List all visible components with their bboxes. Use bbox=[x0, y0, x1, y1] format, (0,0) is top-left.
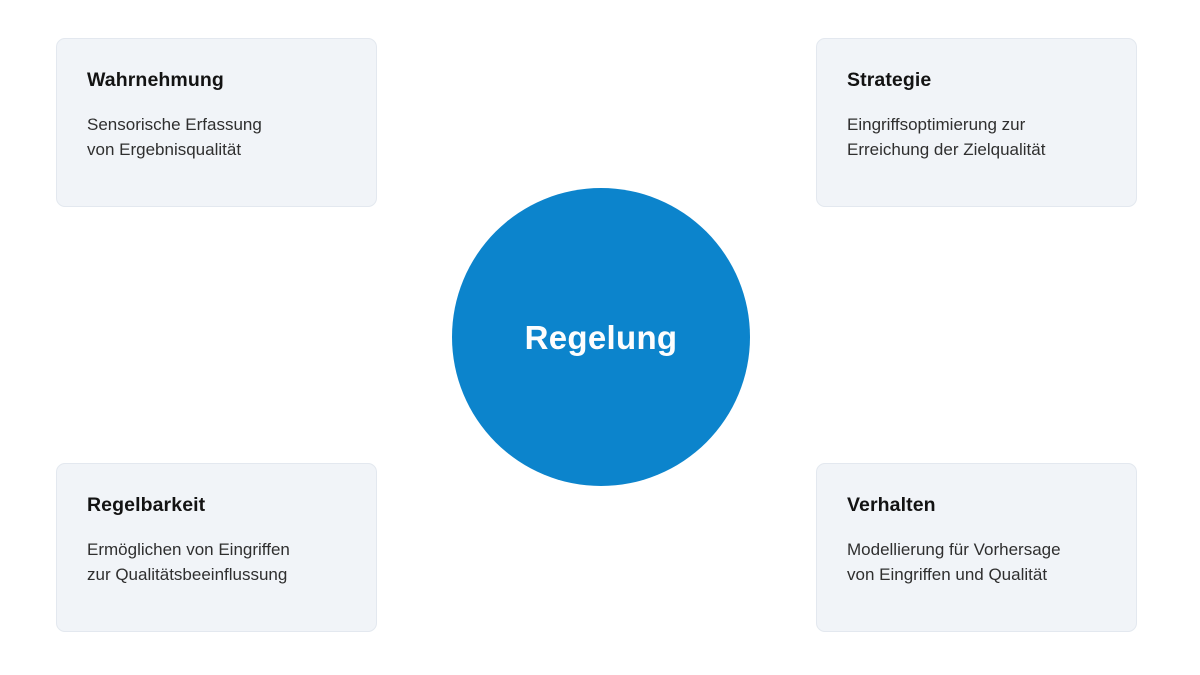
card-title: Verhalten bbox=[847, 494, 936, 516]
concept-card-verhalten[interactable]: Verhalten Modellierung für Vorhersage vo… bbox=[816, 463, 1137, 632]
card-title: Strategie bbox=[847, 69, 932, 91]
card-description: Modellierung für Vorhersage von Eingriff… bbox=[847, 540, 1061, 585]
card-title: Wahrnehmung bbox=[87, 69, 224, 91]
card-description: Sensorische Erfassung von Ergebnisqualit… bbox=[87, 115, 262, 160]
card-title: Regelbarkeit bbox=[87, 494, 206, 516]
concept-card-wahrnehmung[interactable]: Wahrnehmung Sensorische Erfassung von Er… bbox=[56, 38, 377, 207]
hub-label: Regelung bbox=[524, 318, 678, 356]
central-hub-circle[interactable]: Regelung bbox=[452, 188, 750, 486]
concept-card-regelbarkeit[interactable]: Regelbarkeit Ermöglichen von Eingriffen … bbox=[56, 463, 377, 632]
card-description: Eingriffsoptimierung zur Erreichung der … bbox=[847, 115, 1046, 160]
card-description: Ermöglichen von Eingriffen zur Qualitäts… bbox=[87, 540, 290, 585]
concept-card-strategie[interactable]: Strategie Eingriffsoptimierung zur Errei… bbox=[816, 38, 1137, 207]
